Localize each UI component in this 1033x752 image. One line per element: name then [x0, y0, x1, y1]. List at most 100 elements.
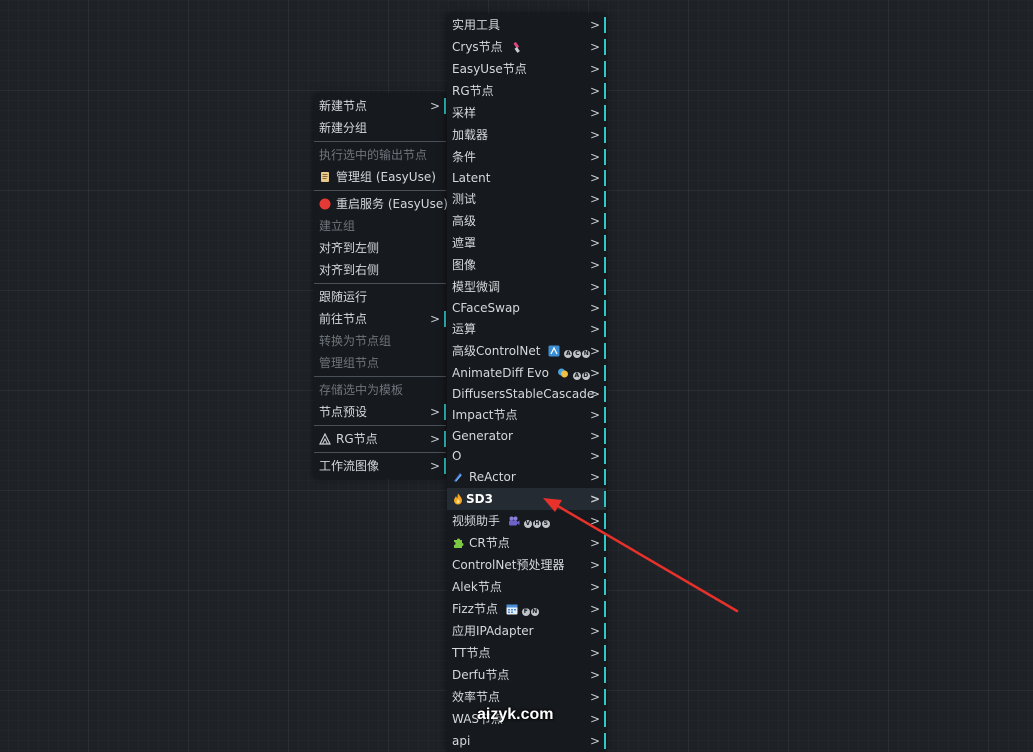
submenu-item[interactable]: RG节点 > [447, 80, 606, 102]
canvas-context-menu: 新建节点 > 新建分组 执行选中的输出节点 管理组 (EasyUse) 重启服务… [314, 94, 448, 478]
submenu-arrow-icon: > [589, 690, 600, 704]
submenu-indicator [604, 343, 606, 359]
submenu-item[interactable]: EasyUse节点 > [447, 58, 606, 80]
submenu-item[interactable]: Impact节点 > [447, 404, 606, 426]
menu-item-label: 对齐到左侧 [319, 241, 380, 255]
badge: D [581, 371, 590, 380]
theater-masks-icon [557, 368, 568, 377]
submenu-item[interactable]: 采样 > [447, 102, 606, 124]
submenu-item[interactable]: TT节点 > [447, 642, 606, 664]
rg-logo-icon [319, 432, 331, 445]
menu-item-rg-nodes[interactable]: RG节点 > [314, 428, 446, 450]
submenu-item[interactable]: 测试 > [447, 188, 606, 210]
submenu-item[interactable]: 遮罩 > [447, 232, 606, 254]
menu-item-label: EasyUse节点 [452, 62, 527, 76]
submenu-item[interactable]: Derfu节点 > [447, 664, 606, 686]
menu-item-manage-group[interactable]: 管理组 (EasyUse) [314, 166, 446, 188]
menu-item-label: 采样 [452, 106, 477, 120]
menu-item-label: 跟随运行 [319, 290, 368, 304]
submenu-indicator [604, 365, 606, 381]
submenu-arrow-icon: > [429, 99, 440, 113]
submenu-indicator [604, 491, 606, 507]
menu-item-goto-node[interactable]: 前往节点 > [314, 308, 446, 330]
menu-item-restart-service[interactable]: 重启服务 (EasyUse) [314, 193, 448, 215]
menu-item-node-preset[interactable]: 节点预设 > [314, 401, 446, 423]
submenu-item[interactable]: 加载器 > [447, 124, 606, 146]
reactor-icon [454, 472, 462, 482]
menu-item-workflow-image[interactable]: 工作流图像 > [314, 455, 446, 477]
submenu-arrow-icon: > [589, 408, 600, 422]
submenu-indicator [604, 213, 606, 229]
menu-item-label: Alek节点 [452, 580, 502, 594]
menu-item-label: WAS节点 [452, 712, 504, 726]
menu-item-label: 执行选中的输出节点 [319, 148, 428, 162]
menu-item-label: 对齐到右侧 [319, 263, 380, 277]
submenu-item[interactable]: 图像 > [447, 254, 606, 276]
submenu-item[interactable]: Latent > [447, 167, 606, 189]
submenu-item[interactable]: ControlNet预处理器 > [447, 554, 606, 576]
badge: C [573, 349, 582, 358]
submenu-indicator [604, 170, 606, 186]
submenu-item[interactable]: CFaceSwap > [447, 297, 606, 319]
menu-item-label: Latent [452, 171, 491, 185]
menu-separator [314, 376, 446, 377]
submenu-item[interactable]: DiffusersStableCascade > [447, 383, 606, 405]
submenu-arrow-icon: > [429, 405, 440, 419]
menu-item-label: 新建节点 [319, 99, 368, 113]
submenu-item[interactable]: 效率节点 > [447, 686, 606, 708]
menu-item-label: Fizz节点 [452, 602, 498, 616]
submenu-item[interactable]: 模型微调 > [447, 276, 606, 298]
submenu-arrow-icon: > [589, 236, 600, 250]
menu-item-new-group[interactable]: 新建分组 [314, 117, 446, 139]
menu-item-align-right[interactable]: 对齐到右侧 [314, 259, 446, 281]
submenu-arrow-icon: > [589, 449, 600, 463]
submenu-item[interactable]: 实用工具 > [447, 14, 606, 36]
submenu-arrow-icon: > [589, 470, 600, 484]
submenu-indicator [444, 431, 446, 447]
submenu-arrow-icon: > [589, 492, 600, 506]
submenu-indicator [604, 39, 606, 55]
calendar-icon [506, 604, 518, 614]
menu-item-label: 效率节点 [452, 690, 501, 704]
menu-item-label: 管理组节点 [319, 356, 380, 370]
badge: A [564, 349, 573, 358]
submenu-item[interactable]: 运算 > [447, 318, 606, 340]
badge: H [532, 519, 541, 528]
menu-item-build-group: 建立组 [314, 215, 446, 237]
submenu-item-sd3[interactable]: SD3 > [447, 488, 606, 510]
menu-item-convert-group: 转换为节点组 [314, 330, 446, 352]
submenu-item[interactable]: Crys节点 > [447, 36, 606, 58]
submenu-arrow-icon: > [589, 602, 600, 616]
submenu-arrow-icon: > [589, 62, 600, 76]
submenu-item[interactable]: 高级 > [447, 210, 606, 232]
submenu-item[interactable]: 条件 > [447, 146, 606, 168]
submenu-item[interactable]: CR节点 > [447, 532, 606, 554]
menu-item-follow-run[interactable]: 跟随运行 [314, 286, 446, 308]
submenu-arrow-icon: > [589, 192, 600, 206]
menu-item-label: 测试 [452, 192, 477, 206]
submenu-indicator [604, 645, 606, 661]
submenu-item[interactable]: WAS节点 > [447, 708, 606, 730]
submenu-item[interactable]: api > [447, 730, 606, 752]
menu-item-label: Generator [452, 429, 513, 443]
submenu-indicator [604, 279, 606, 295]
menu-item-label: Derfu节点 [452, 668, 510, 682]
menu-item-align-left[interactable]: 对齐到左侧 [314, 237, 446, 259]
menu-item-exec-output: 执行选中的输出节点 [314, 144, 446, 166]
submenu-indicator [604, 300, 606, 316]
submenu-item[interactable]: ReActor > [447, 466, 606, 488]
menu-item-label: 存储选中为模板 [319, 383, 404, 397]
submenu-indicator [604, 579, 606, 595]
submenu-arrow-icon: > [589, 150, 600, 164]
submenu-item[interactable]: 应用IPAdapter > [447, 620, 606, 642]
submenu-indicator [604, 105, 606, 121]
submenu-item[interactable]: Alek节点 > [447, 576, 606, 598]
submenu-item[interactable]: Generator > [447, 425, 606, 447]
menu-item-new-node[interactable]: 新建节点 > [314, 95, 446, 117]
menu-item-label: ReActor [469, 470, 516, 484]
submenu-item[interactable]: O > [447, 445, 606, 467]
